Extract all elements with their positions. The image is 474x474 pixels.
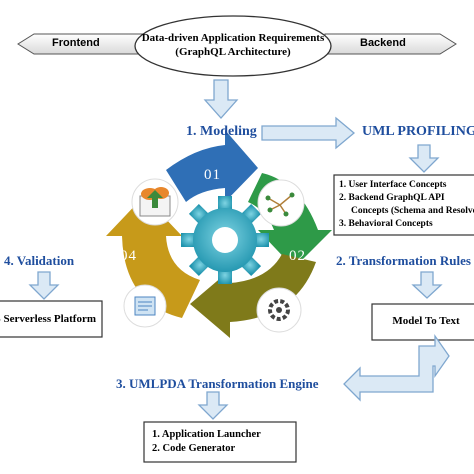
tree-diagram-icon <box>257 179 305 227</box>
stage-modeling: 1. Modeling <box>186 124 257 139</box>
uml-item-2: 2. Backend GraphQL API <box>339 193 445 203</box>
backend-label: Backend <box>360 37 406 49</box>
frontend-label: Frontend <box>52 37 100 49</box>
engine-outputs-list: 1. Application Launcher 2. Code Generato… <box>152 428 261 456</box>
stage-validation: 4. Validation <box>4 253 75 268</box>
stage-transformation-rules: 2. Transformation Rules <box>336 253 471 268</box>
requirements-ellipse <box>134 15 332 77</box>
platform-box <box>0 300 103 338</box>
platform-clip: AWS Serverless Platform <box>0 301 102 337</box>
engine-output-1: 1. Application Launcher <box>152 429 261 440</box>
requirements-line-1: Data-driven Application Requirements <box>141 32 325 44</box>
engine-outputs-box <box>143 421 297 463</box>
model-to-text-box <box>371 303 474 341</box>
frontend-banner <box>17 33 151 55</box>
arrow-validation-down <box>28 271 60 300</box>
gear-icon <box>256 287 302 333</box>
cycle-number-04: 04 <box>120 248 137 264</box>
cycle-segment-01 <box>166 130 258 202</box>
uml-profiling-title: UML PROFILING <box>362 124 474 139</box>
model-to-text-label: Model To Text <box>392 315 460 327</box>
requirements-line-2: (GraphQL Architecture) <box>175 46 291 58</box>
arrow-requirements-to-modeling <box>203 79 239 119</box>
arrow-modeling-to-uml <box>261 116 356 150</box>
uml-item-2-cont: Concepts (Schema and Resolvers) <box>351 206 474 216</box>
central-gear-icon <box>181 196 269 284</box>
cycle-number-03: 03 <box>205 331 222 347</box>
arrow-model-text-engine <box>343 333 450 402</box>
uml-profiling-box <box>333 174 474 236</box>
arrow-rules-down <box>411 271 443 299</box>
platform-label: AWS Serverless Platform <box>0 313 96 325</box>
cycle-segment-03 <box>190 254 316 338</box>
engine-output-2: 2. Code Generator <box>152 443 236 454</box>
uml-item-3: 3. Behavioral Concepts <box>339 219 433 229</box>
stage-engine: 3. UMLPDA Transformation Engine <box>116 376 319 391</box>
cycle-number-02: 02 <box>289 248 306 264</box>
cycle-segment-04 <box>106 196 200 318</box>
document-icon <box>123 284 167 328</box>
cycle-number-01: 01 <box>204 167 221 183</box>
cloud-upload-icon <box>131 178 179 226</box>
uml-item-1: 1. User Interface Concepts <box>339 180 447 190</box>
arrow-engine-down <box>197 391 229 420</box>
arrow-uml-down <box>408 144 440 173</box>
uml-profiling-list: 1. User Interface Concepts 2. Backend Gr… <box>339 179 474 231</box>
